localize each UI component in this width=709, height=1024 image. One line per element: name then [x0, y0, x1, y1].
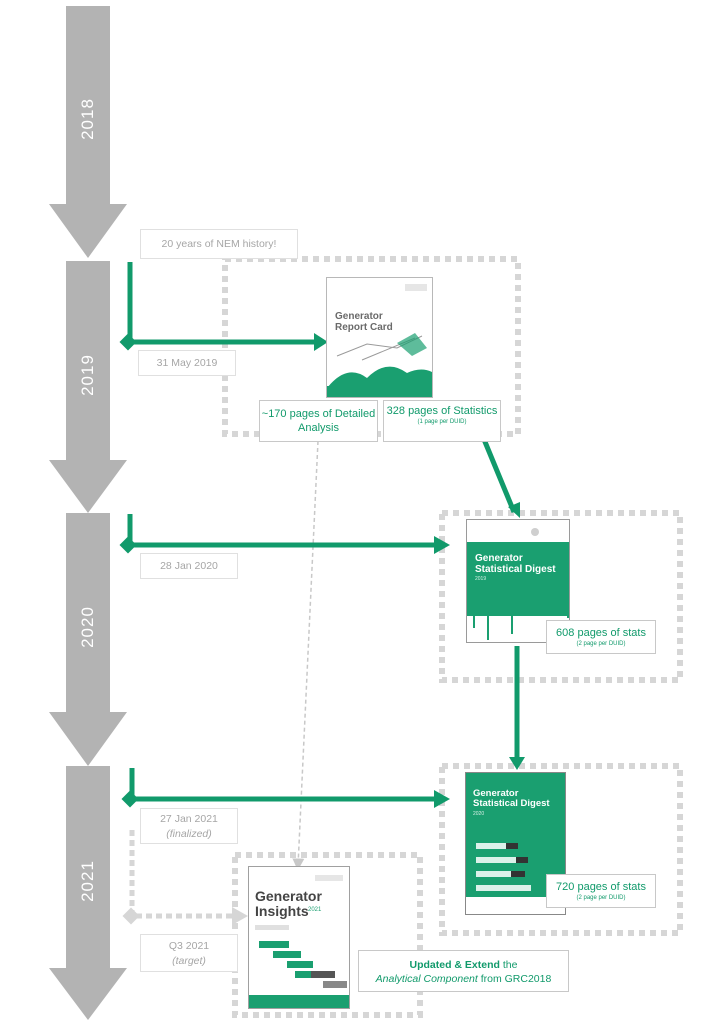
statistical-digest-2019-title: Generator Statistical Digest: [475, 553, 556, 575]
statistical-digest-2020-year: 2020: [473, 811, 485, 817]
report-card-cover: Generator Report Card: [326, 277, 433, 398]
stats-720-note: (2 page per DUID): [576, 895, 626, 901]
year-arrow-2019: [49, 261, 127, 513]
date-2019: 31 May 2019: [138, 350, 236, 376]
nem-history-note: 20 years of NEM history!: [140, 229, 298, 259]
year-label-2019: 2019: [78, 354, 97, 396]
container-2019: [222, 256, 521, 437]
stats-328-label: 328 pages of Statistics: [386, 405, 498, 417]
stats-328-box: 328 pages of Statistics (1 page per DUID…: [383, 400, 501, 442]
stats-608-note: (2 page per DUID): [576, 641, 626, 647]
statistical-digest-2020-artwork: [466, 843, 565, 914]
date-2021-value: 27 Jan 2021: [160, 813, 218, 825]
container-2021: [439, 763, 683, 936]
updated-extend-rest: the: [499, 959, 518, 971]
stats-720-label: 720 pages of stats: [556, 881, 646, 893]
date-q3-status: (target): [172, 955, 206, 967]
container-2020: [439, 510, 683, 683]
year-label-2018: 2018: [78, 98, 97, 140]
updated-extend-italic: Analytical Component: [375, 973, 478, 985]
detailed-analysis-box: ~170 pages of Detailed Analysis: [259, 400, 378, 442]
updated-extend-box: Updated & Extend the Analytical Componen…: [358, 950, 569, 992]
generator-insights-gantt: [249, 875, 349, 1008]
year-arrow-2021: [49, 766, 127, 1020]
date-2020: 28 Jan 2020: [140, 553, 238, 579]
stats-608-box: 608 pages of stats (2 page per DUID): [546, 620, 656, 654]
generator-insights-cover: Generator Insights 2021: [248, 866, 350, 1009]
statistical-digest-band: [467, 542, 569, 608]
year-arrow-2020: [49, 513, 127, 766]
statistical-digest-drips: [467, 528, 569, 640]
date-2021-status: (finalized): [166, 828, 212, 840]
date-q3-2021: Q3 2021 (target): [140, 934, 238, 972]
updated-extend-end: from GRC2018: [477, 973, 552, 985]
statistical-digest-2020-title: Generator Statistical Digest: [473, 788, 550, 809]
stats-720-box: 720 pages of stats (2 page per DUID): [546, 874, 656, 908]
updated-extend-bold: Updated & Extend: [409, 959, 500, 971]
date-q3-value: Q3 2021: [168, 940, 210, 952]
statistical-digest-2019-year: 2019: [475, 576, 487, 582]
stats-608-label: 608 pages of stats: [556, 627, 646, 639]
year-label-2021: 2021: [78, 860, 97, 902]
report-card-title: Generator Report Card: [335, 311, 393, 333]
generator-insights-year: 2021: [308, 907, 322, 913]
date-2021: 27 Jan 2021 (finalized): [140, 808, 238, 844]
report-card-artwork: [327, 284, 432, 397]
year-label-2020: 2020: [78, 606, 97, 648]
stats-328-note: (1 page per DUID): [417, 419, 467, 425]
year-arrow-2018: [49, 6, 127, 258]
generator-insights-title: Generator Insights: [255, 888, 322, 919]
